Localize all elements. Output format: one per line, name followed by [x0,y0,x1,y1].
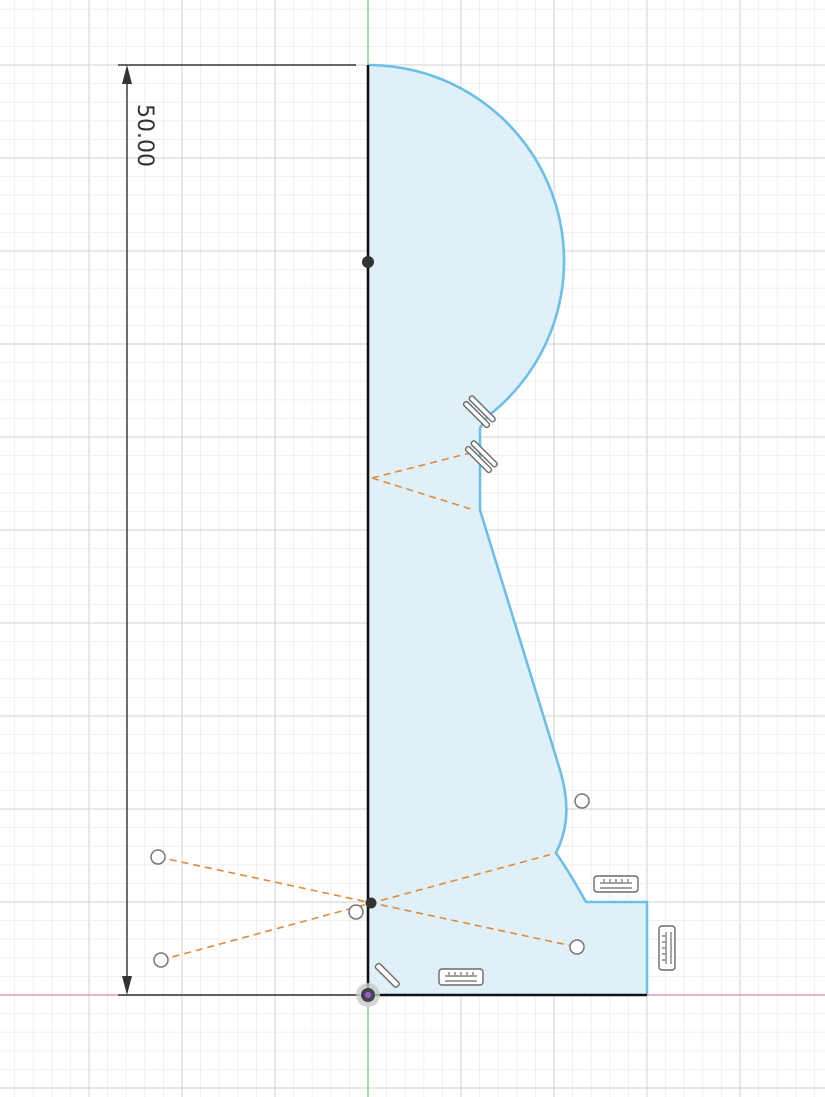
arc-center-point [365,897,377,909]
sketch-points[interactable] [150,256,590,968]
sketch-profile-region[interactable] [368,65,647,995]
tangent-constraint-icon [464,440,498,474]
constraint-glyphs[interactable] [374,395,676,988]
dimension-arrow-down [122,976,132,995]
profile-outline[interactable] [367,63,649,995]
dimension-value[interactable]: 50.00 [132,104,157,167]
horizontal-constraint-icon [438,968,484,986]
arc-center-point [362,256,374,268]
spline-handle-point [574,793,590,809]
spline-handle-point [348,904,364,920]
vertical-constraint-icon [658,925,676,971]
spline-handle-point [153,952,169,968]
spline-handle-point [569,939,585,955]
spline-handle-point [150,849,166,865]
dimension-height[interactable]: 50.00 [118,64,360,996]
horizontal-constraint-icon [593,875,639,893]
dimension-arrow-up [122,65,132,84]
origin-point[interactable] [356,983,380,1007]
fix-constraint-icon [374,962,400,988]
tangent-constraint-icon [462,395,496,429]
construction-line [371,451,475,479]
construction-line [371,477,475,511]
